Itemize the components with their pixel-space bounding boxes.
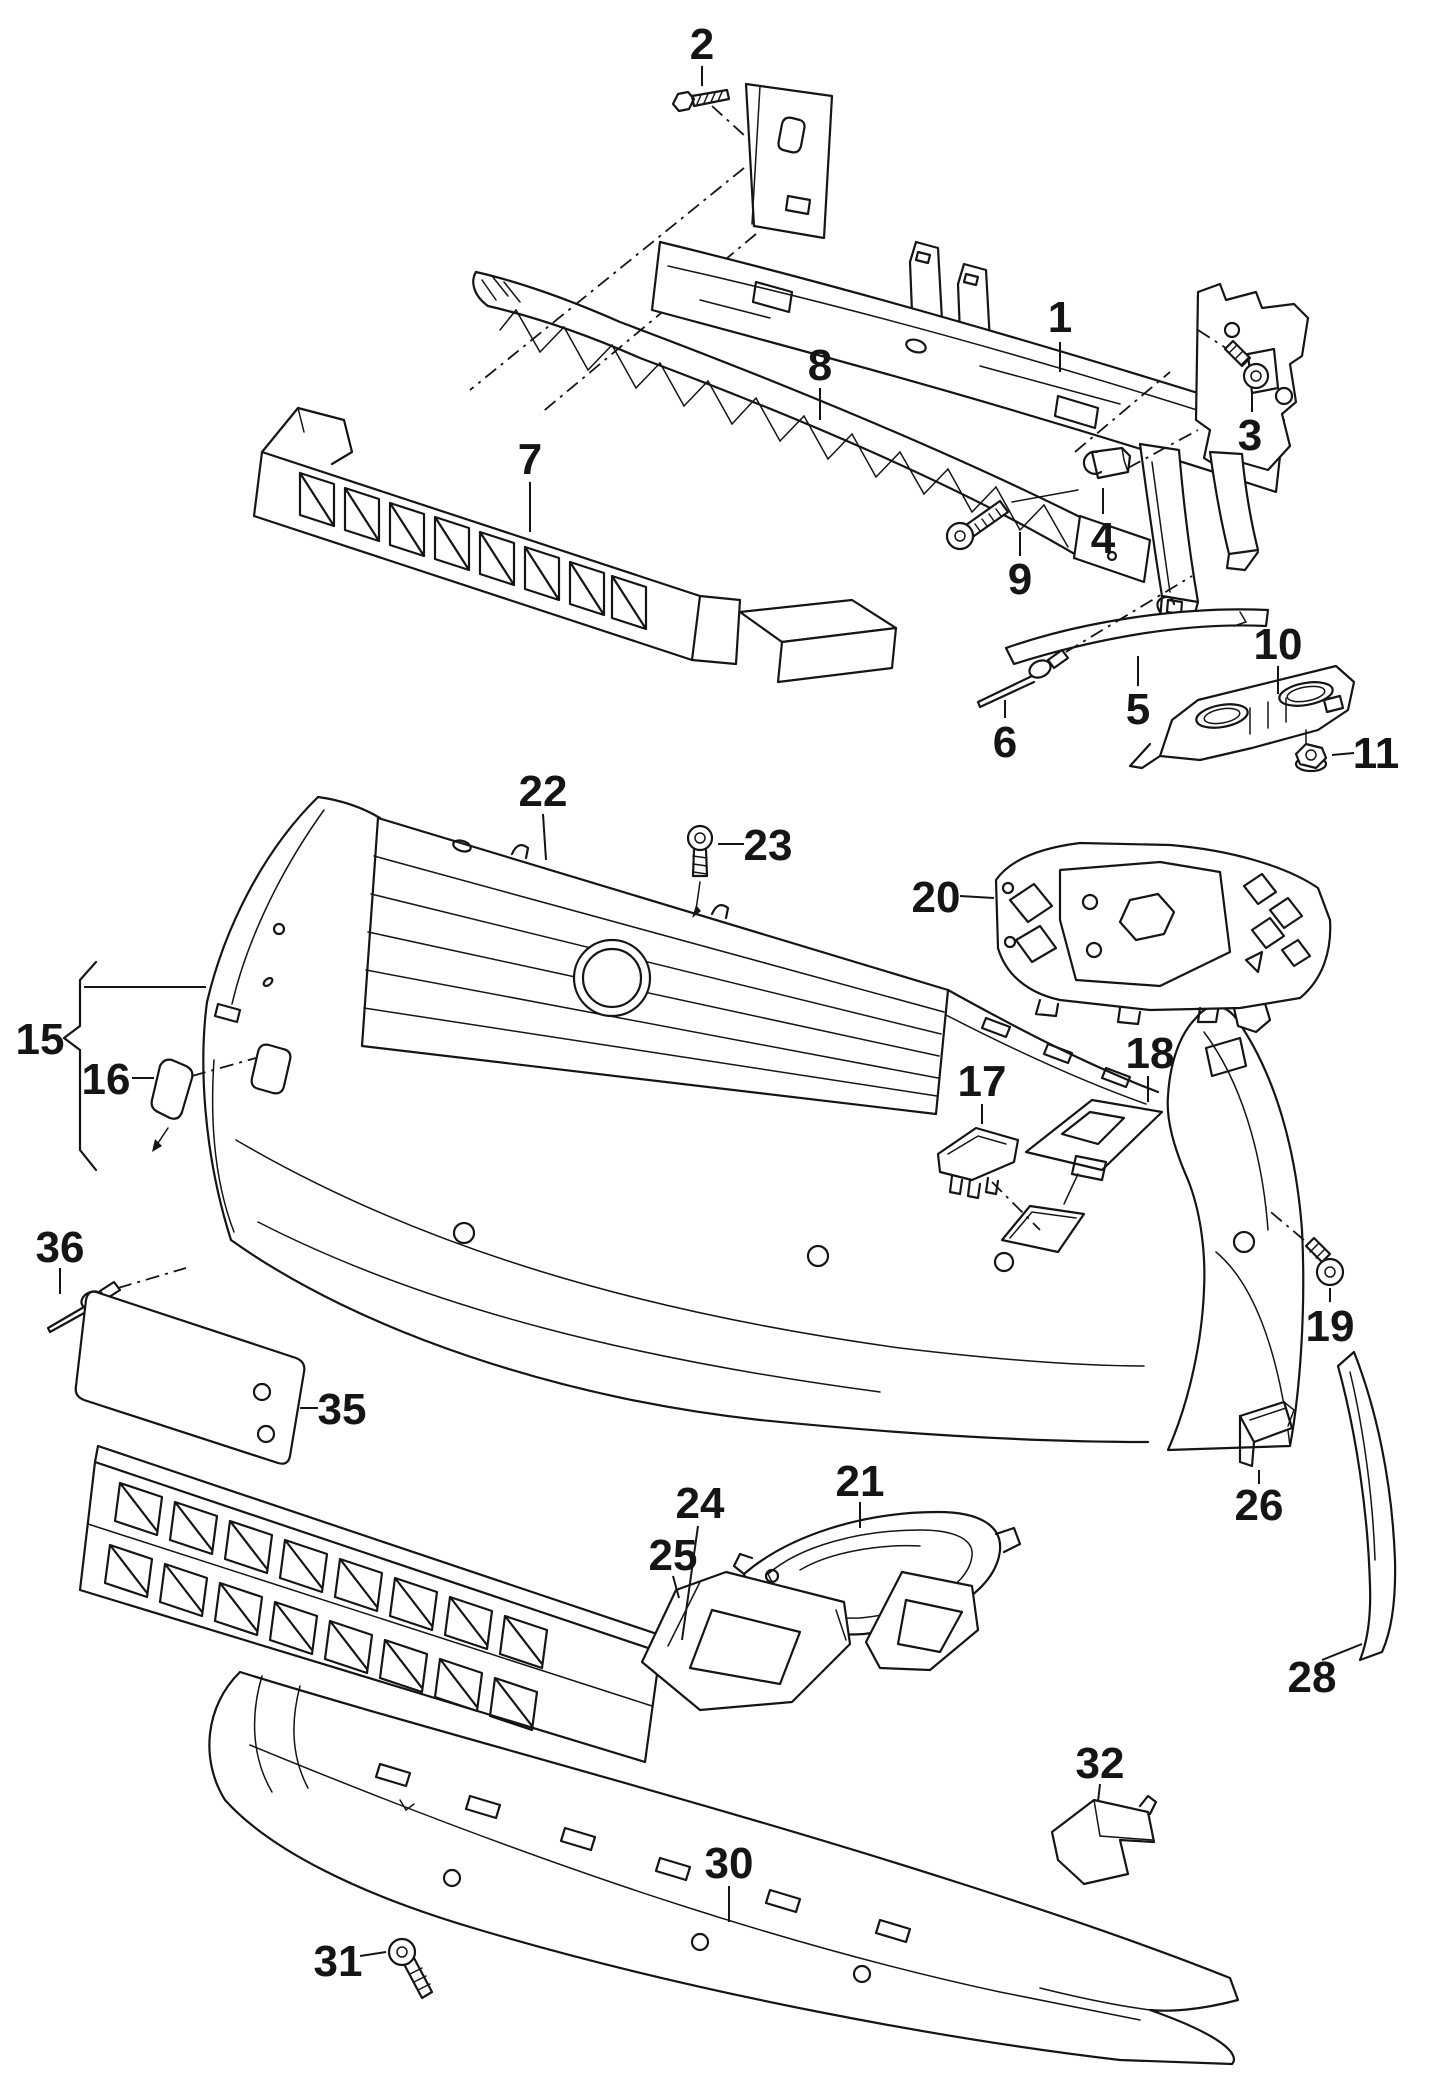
- callout-18: 18: [1126, 1029, 1175, 1078]
- callout-32: 32: [1076, 1739, 1125, 1788]
- tow-hook-cover-part-16: [150, 1057, 257, 1152]
- callout-1: 1: [1048, 293, 1072, 342]
- group-15-brace: [62, 960, 98, 1172]
- front-spoiler-part-30: [208, 1670, 1240, 2066]
- leader-line-32: [1097, 1783, 1101, 1803]
- side-trim-part-28: [1336, 1350, 1397, 1662]
- screw-part-19: [1265, 1207, 1345, 1287]
- trim-strip-part-5: [1004, 595, 1270, 666]
- callout-22: 22: [519, 767, 568, 816]
- leader-line-22: [542, 813, 547, 861]
- callout-21: 21: [836, 1457, 885, 1506]
- callout-16: 16: [82, 1055, 131, 1104]
- washer-cover-part-18: [1024, 1098, 1164, 1205]
- bumper-cover-part-15: [202, 795, 1160, 1444]
- leader-line-28: [1321, 1643, 1363, 1661]
- leader-line-20: [959, 895, 995, 899]
- callout-5: 5: [1126, 685, 1150, 734]
- callout-30: 30: [705, 1839, 754, 1888]
- absorber-grille-part-8: [472, 270, 1152, 584]
- callout-20: 20: [912, 873, 961, 922]
- license-plate-bracket-part-35: [74, 1290, 306, 1465]
- cover-cap-part-17: [936, 1126, 1041, 1231]
- rivet-part-6: [976, 575, 1193, 709]
- callout-35: 35: [318, 1385, 367, 1434]
- bumper-bracket-part-10: [1128, 664, 1356, 770]
- callout-23: 23: [744, 821, 793, 870]
- clip-part-4: [1082, 429, 1199, 480]
- leader-line-24: [681, 1525, 699, 1641]
- fog-grille-part-25: [640, 1570, 980, 1712]
- callout-2: 2: [690, 20, 714, 69]
- callout-31: 31: [314, 1937, 363, 1986]
- callout-7: 7: [518, 435, 542, 484]
- bolt-part-3: [1197, 329, 1270, 390]
- screw-part-31: [387, 1937, 434, 2000]
- callout-8: 8: [808, 341, 832, 390]
- nut-part-11: [1294, 742, 1328, 773]
- side-bracket-part-20: [994, 841, 1332, 1026]
- callout-17: 17: [958, 1057, 1007, 1106]
- callout-26: 26: [1235, 1481, 1284, 1530]
- callout-6: 6: [993, 718, 1017, 767]
- callout-36: 36: [36, 1223, 85, 1272]
- callout-9: 9: [1008, 555, 1032, 604]
- callout-10: 10: [1254, 620, 1303, 669]
- bolt-part-2: [671, 88, 731, 113]
- callout-3: 3: [1238, 411, 1262, 460]
- impact-absorber-part-7: [252, 406, 898, 684]
- radiator-grille-part-22: [360, 816, 950, 1116]
- screw-part-9: [945, 489, 1079, 551]
- bracket-part-32: [1050, 1794, 1158, 1886]
- leader-line-31: [359, 1951, 387, 1957]
- leader-line-25: [672, 1575, 680, 1599]
- bracket-part-26: [1238, 1400, 1295, 1468]
- screw-part-23: [686, 824, 714, 918]
- callout-4: 4: [1091, 514, 1116, 563]
- callout-28: 28: [1288, 1653, 1337, 1702]
- callout-24: 24: [676, 1479, 725, 1528]
- callout-19: 19: [1306, 1302, 1355, 1351]
- bumper-corner-section: [1166, 998, 1305, 1452]
- bumper-carrier-part-1: [469, 82, 1310, 626]
- callout-15: 15: [16, 1015, 65, 1064]
- callout-11: 11: [1353, 729, 1400, 778]
- leader-line-11: [1331, 752, 1355, 756]
- callout-25: 25: [649, 1531, 698, 1580]
